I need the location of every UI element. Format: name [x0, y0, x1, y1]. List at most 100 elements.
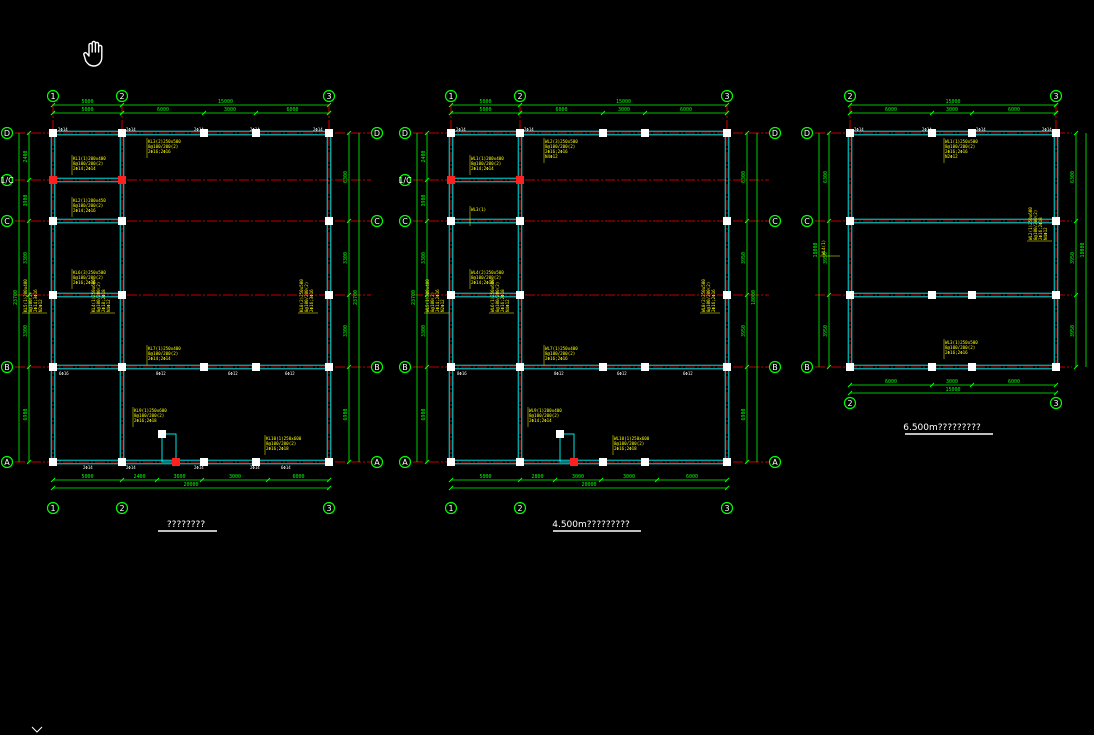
- annotation-text: 8@100/200(2): [148, 144, 178, 149]
- grid-bubble-right: [768, 360, 782, 374]
- dimension-tick: [26, 459, 32, 465]
- column: [49, 458, 57, 466]
- annotation-text: 2Φ16;2Φ16: [545, 356, 568, 361]
- dimension-tick: [424, 218, 430, 224]
- column: [928, 291, 936, 299]
- dimension-text: 3950: [823, 252, 829, 264]
- annotation-text: WL10(1)250x600: [614, 436, 650, 441]
- dimension-tick: [847, 102, 853, 108]
- annotation-text: 8@100/200(2): [529, 413, 559, 418]
- annotation-text: 2Φ14;2Φ14: [148, 356, 171, 361]
- beam-label: 2Φ14: [250, 465, 260, 470]
- grid-bubble-label: 2: [847, 399, 852, 408]
- dimension-tick: [724, 110, 730, 116]
- dimension-tick: [1053, 382, 1059, 388]
- annotation-text: N4Φ12: [1043, 227, 1048, 240]
- column: [447, 129, 455, 137]
- column: [723, 129, 731, 137]
- dimension-tick: [744, 218, 750, 224]
- dimension-text: 18000: [813, 242, 819, 257]
- grid-bubble-bottom: [115, 501, 129, 515]
- grid-bubble-left: [800, 360, 814, 374]
- column: [599, 458, 607, 466]
- dimension-tick: [826, 292, 832, 298]
- annotation-text: 2Φ14;3Φ16: [33, 289, 38, 312]
- dimension-tick: [1073, 130, 1079, 136]
- annotation-text: WL3(1): [471, 207, 486, 212]
- column: [325, 129, 333, 137]
- dimension-tick: [326, 477, 332, 483]
- column: [252, 363, 260, 371]
- annotation-text: WL3(1)250x500: [945, 340, 978, 345]
- grid-bubble-label: 2: [517, 504, 522, 513]
- grid-bubble-top: [46, 89, 60, 103]
- dimension-text: 6000: [686, 474, 698, 480]
- beam-label: 2Φ14: [1042, 127, 1052, 132]
- annotation-text: 8@100/200(2): [96, 282, 101, 312]
- grid-bubble-label: 2: [517, 92, 522, 101]
- column: [252, 129, 260, 137]
- grid-bubble-label: 3: [1053, 399, 1058, 408]
- grid-bubble-label: D: [374, 129, 380, 138]
- annotation-text: N2Φ12: [38, 299, 43, 312]
- plan-title: ????????: [167, 520, 205, 530]
- grid-bubble-bottom: [1049, 396, 1063, 410]
- dimension-text: 3000: [618, 107, 630, 113]
- annotation-text: 2Φ14;2Φ14: [73, 166, 96, 171]
- grid-bubble-label: 3: [724, 504, 729, 513]
- grid-bubble-left: [0, 360, 14, 374]
- dimension-tick: [50, 110, 56, 116]
- dimension-text: 2400: [421, 150, 427, 162]
- dimension-tick: [50, 485, 56, 491]
- dimension-tick: [424, 292, 430, 298]
- dimension-tick: [929, 382, 935, 388]
- dimension-text: 15000: [616, 99, 631, 105]
- beam-label: 2Φ14: [313, 127, 323, 132]
- dimension-text: 6000: [885, 379, 897, 385]
- annotation-text: WL8(2)250x500: [701, 279, 706, 312]
- beam-label: 6Φ16: [59, 371, 69, 376]
- stair-opening: [161, 433, 177, 463]
- dimension-tick: [346, 459, 352, 465]
- grid-bubble-label: 2: [119, 504, 124, 513]
- grid-bubble-label: 3: [1053, 92, 1058, 101]
- dimension-text: 3000: [229, 474, 241, 480]
- annotation-text: 2Φ16;2Φ18: [500, 289, 505, 312]
- dimension-tick: [50, 102, 56, 108]
- dimension-tick: [119, 110, 125, 116]
- grid-bubble-right: [370, 455, 384, 469]
- beam-annotation: WL4(1): [820, 240, 840, 257]
- annotation-text: 8@100/200(2): [266, 441, 296, 446]
- annotation-text: 2Φ14;2Φ16: [73, 208, 96, 213]
- grid-bubble-left: [398, 126, 412, 140]
- dimension-text: 6900: [741, 408, 747, 420]
- column: [641, 458, 649, 466]
- dimension-text: 20000: [183, 482, 198, 488]
- dimension-tick: [600, 110, 606, 116]
- dimension-text: 15000: [218, 99, 233, 105]
- annotation-text: 8@100/200(2): [945, 144, 975, 149]
- dimension-tick: [424, 459, 430, 465]
- dimension-text: 3950: [741, 252, 747, 264]
- beam-label: 6Φ12: [617, 371, 627, 376]
- dimension-text: 20000: [581, 482, 596, 488]
- column: [447, 291, 455, 299]
- beam-label: 2Φ14: [83, 465, 93, 470]
- column: [118, 176, 126, 184]
- annotation-text: 8@100/200(2): [471, 275, 501, 280]
- grid-bubble-bottom: [720, 501, 734, 515]
- column: [723, 217, 731, 225]
- grid-bubble-label: B: [402, 363, 408, 372]
- grid-bubble-label: 1: [448, 92, 453, 101]
- column: [516, 129, 524, 137]
- dimension-tick: [969, 382, 975, 388]
- grid-bubble-label: 1: [50, 504, 55, 513]
- dimension-text: 18000: [1080, 242, 1086, 257]
- annotation-text: 2Φ14;2Φ16: [471, 280, 494, 285]
- beam-label: 2Φ14: [854, 127, 864, 132]
- dimension-tick: [517, 477, 523, 483]
